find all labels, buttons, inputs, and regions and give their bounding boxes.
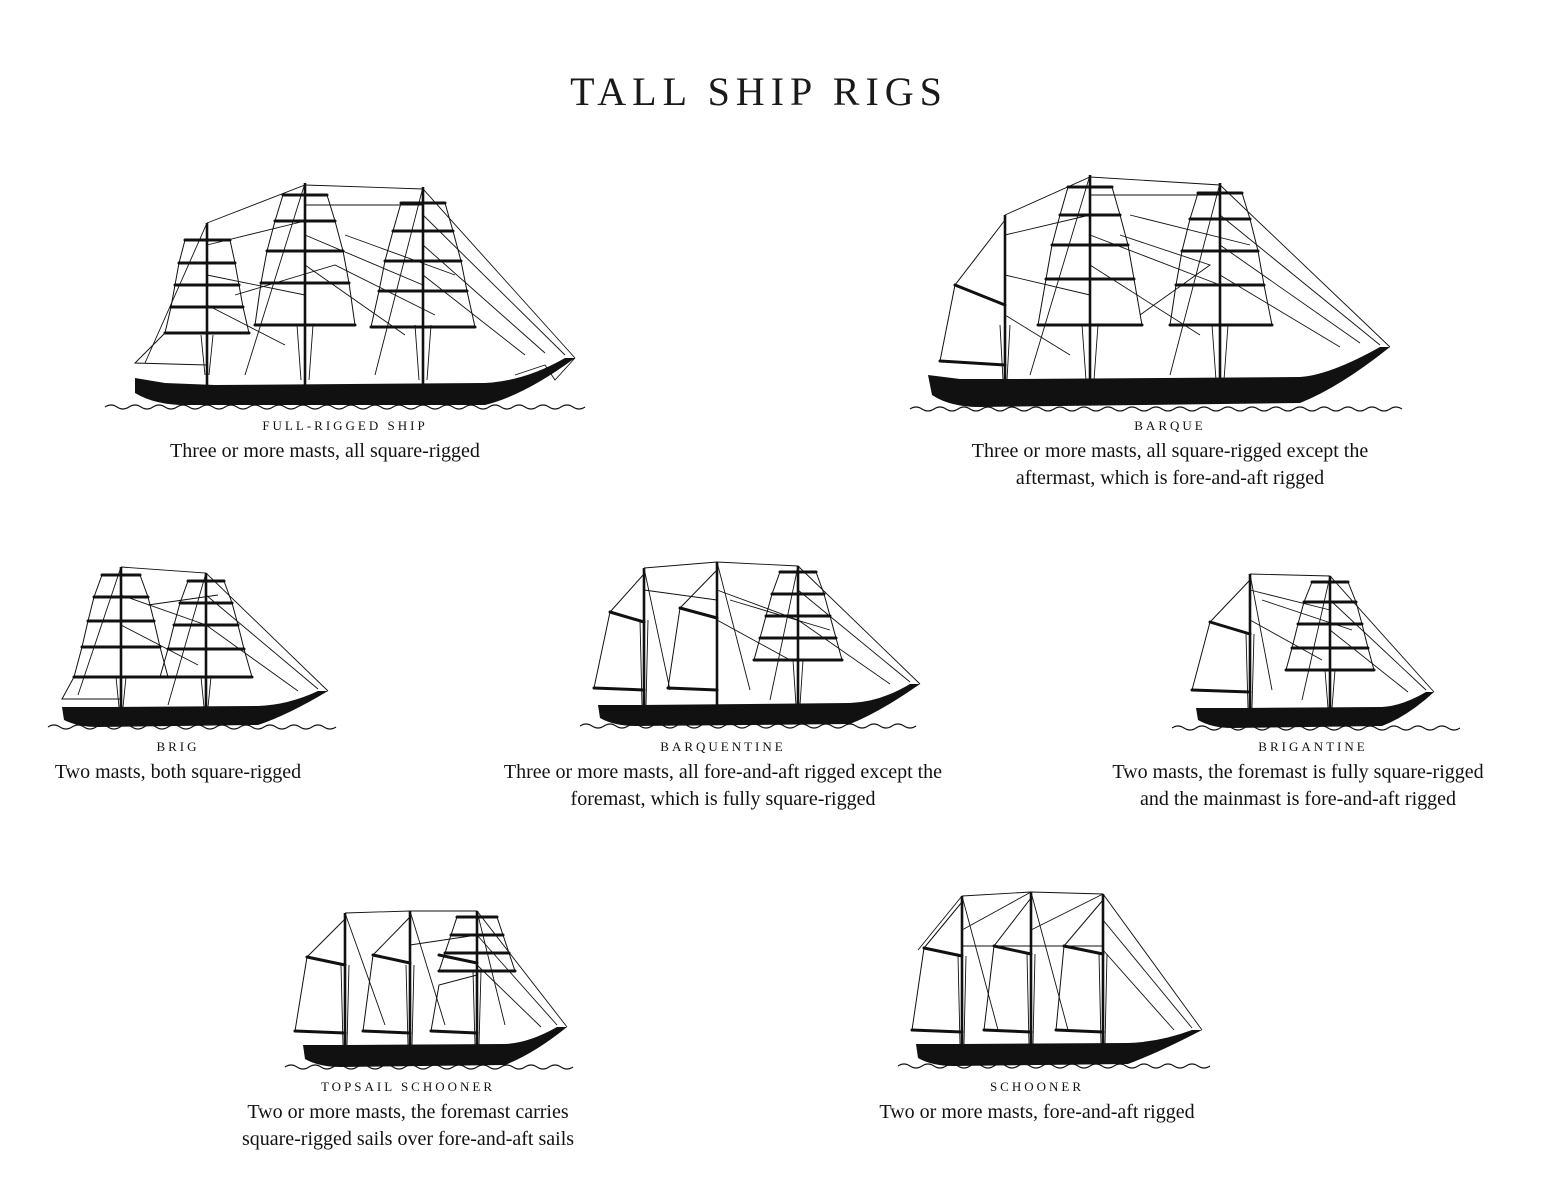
barque-illustration (909, 174, 1403, 412)
rig-description-barquentine: Three or more masts, all fore-and-aft ri… (468, 759, 978, 813)
rig-name-topsail-schooner: TOPSAIL SCHOONER (320, 1079, 496, 1094)
description-line: Two or more masts, fore-and-aft rigged (879, 1101, 1195, 1123)
full-rigged-ship-illustration (104, 182, 586, 410)
description-line: Two masts, the foremast is fully square-… (1112, 761, 1484, 783)
description-line: aftermast, which is fore-and-aft rigged (1015, 467, 1325, 489)
description-line: Two masts, both square-rigged (54, 761, 302, 783)
rig-name-brig: BRIG (156, 739, 200, 754)
topsail-schooner-illustration (284, 910, 574, 1070)
rig-name-brigantine: BRIGANTINE (1258, 739, 1368, 754)
description-line: Three or more masts, all fore-and-aft ri… (503, 761, 943, 783)
rig-name-schooner: SCHOONER (989, 1079, 1085, 1094)
rig-name-barque: BARQUE (1134, 418, 1206, 433)
rig-name-barquentine: BARQUENTINE (660, 739, 786, 754)
brigantine-illustration (1171, 573, 1461, 731)
description-line: foremast, which is fully square-rigged (570, 788, 876, 810)
rig-description-topsail-schooner: Two or more masts, the foremast carries … (218, 1099, 598, 1153)
schooner-illustration (897, 891, 1211, 1069)
rig-description-brigantine: Two masts, the foremast is fully square-… (1078, 759, 1518, 813)
rig-description-barque: Three or more masts, all square-rigged e… (920, 438, 1420, 492)
page-title: TALL SHIP RIGS (570, 69, 948, 114)
description-line: square-rigged sails over fore-and-aft sa… (241, 1128, 575, 1150)
rig-name-full-rigged-ship: FULL-RIGGED SHIP (262, 418, 428, 433)
description-line: Three or more masts, all square-rigged (170, 440, 480, 462)
rig-description-brig: Two masts, both square-rigged (28, 759, 328, 786)
description-line: Two or more masts, the foremast carries (247, 1101, 569, 1123)
brig-illustration (47, 566, 337, 730)
description-line: and the mainmast is fore-and-aft rigged (1140, 788, 1456, 810)
description-line: Three or more masts, all square-rigged e… (971, 440, 1369, 462)
rig-description-schooner: Two or more masts, fore-and-aft rigged (847, 1099, 1227, 1126)
barquentine-illustration (579, 561, 921, 729)
rig-description-full-rigged-ship: Three or more masts, all square-rigged (95, 438, 555, 465)
